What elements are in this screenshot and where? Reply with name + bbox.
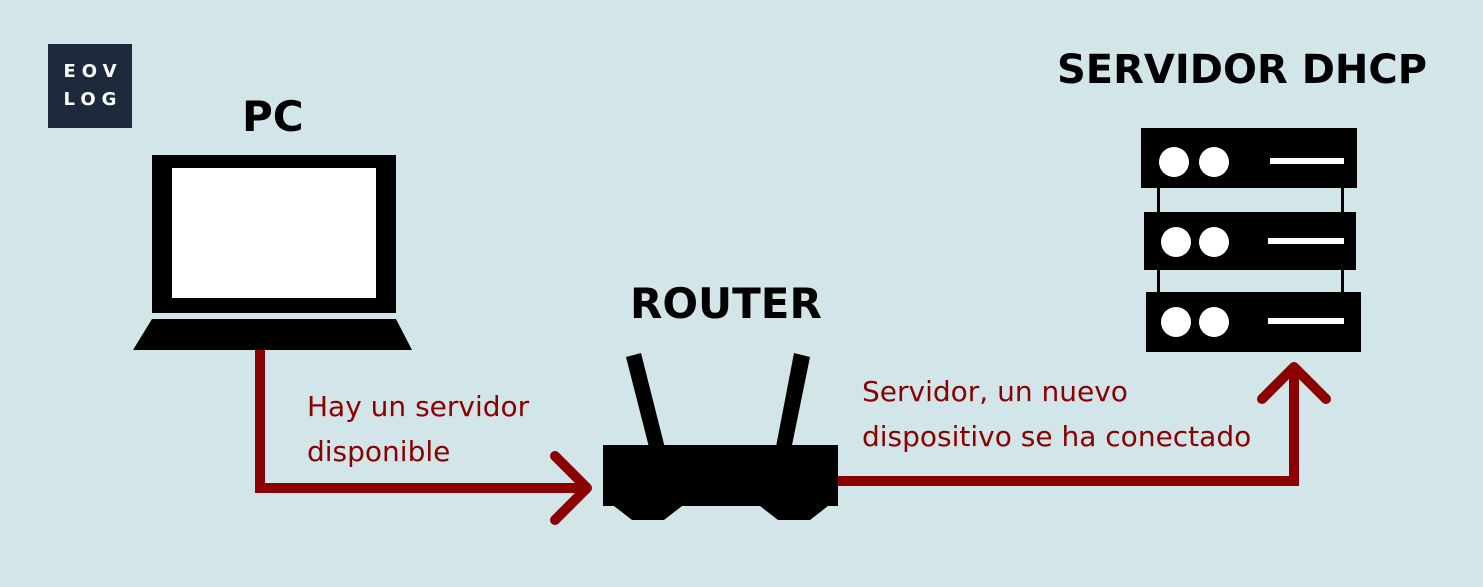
eovlog-logo: EOV LOG [48,44,132,128]
arrow-router-to-server [838,362,1331,486]
edge-label-pc-to-router-line-2: disponible [307,435,451,468]
logo-line-2: LOG [63,89,123,110]
laptop-icon [133,155,412,350]
edge-label-pc-to-router-line-1: Hay un servidor [307,390,530,423]
arrow-pc-to-router [255,350,592,525]
edge-label-router-to-server: Servidor, un nuevo dispositivo se ha con… [862,369,1251,459]
server-label: SERVIDOR DHCP [1057,47,1428,93]
pc-label: PC [242,92,304,141]
logo-line-1: EOV [63,61,123,82]
edge-label-router-to-server-line-1: Servidor, un nuevo [862,375,1128,408]
router-icon [603,353,838,520]
server-rack-icon [1141,128,1361,352]
edge-label-router-to-server-line-2: dispositivo se ha conectado [862,420,1252,453]
edge-label-pc-to-router: Hay un servidor disponible [307,384,529,474]
router-label: ROUTER [630,279,822,328]
